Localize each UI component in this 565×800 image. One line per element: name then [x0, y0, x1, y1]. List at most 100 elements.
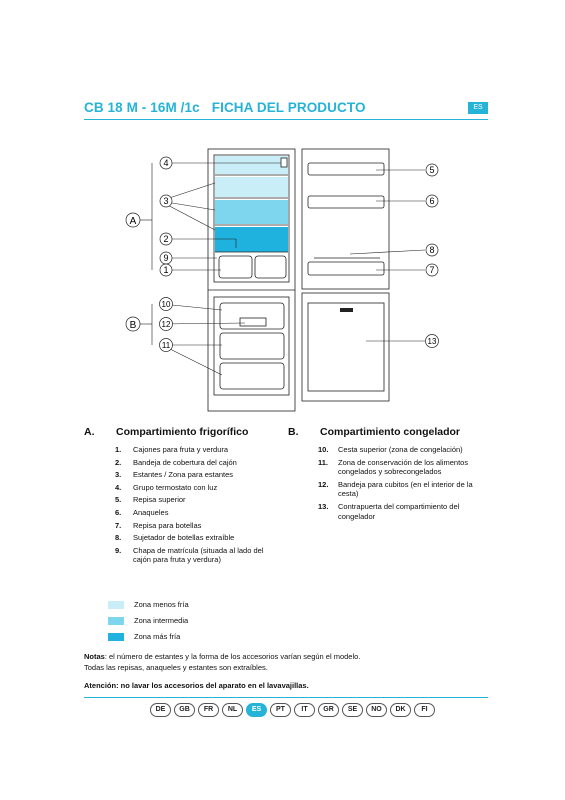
- callout-9: 9: [159, 251, 173, 265]
- language-badge: ES: [468, 102, 488, 114]
- freezer-basket-middle: [219, 332, 285, 360]
- section-a-letter: A.: [84, 426, 95, 438]
- notes-line-2: Todas las repisas, anaqueles y estantes …: [84, 663, 268, 672]
- callout-7: 7: [425, 263, 439, 277]
- callout-10: 10: [159, 297, 173, 311]
- lang-nl[interactable]: NL: [222, 703, 243, 717]
- list-item: 4.Grupo termostato con luz: [115, 482, 218, 492]
- callout-1: 1: [159, 263, 173, 277]
- callout-12: 12: [159, 317, 173, 331]
- crisper-drawer-right: [254, 255, 287, 279]
- fridge-diagram: 4 3 2 9 1 10 12 11 A B 5 6 8 7 13: [125, 148, 439, 412]
- section-b-letter: B.: [288, 426, 299, 438]
- notes: Notas: el número de estantes y la forma …: [84, 651, 494, 673]
- freezer-compartment: [213, 296, 290, 396]
- svg-text:7: 7: [429, 265, 434, 275]
- language-selector: DE GB FR NL ES PT IT GR SE NO DK FI: [150, 703, 435, 717]
- section-b-heading: B. Compartimiento congelador: [288, 426, 460, 438]
- callout-6: 6: [425, 194, 439, 208]
- list-item: 10.Cesta superior (zona de congelación): [318, 445, 463, 454]
- page-header: CB 18 M - 16M /1c FICHA DEL PRODUCTO ES: [84, 100, 488, 118]
- svg-text:11: 11: [162, 341, 171, 350]
- lang-no[interactable]: NO: [366, 703, 387, 717]
- door-shelf-middle: [307, 195, 385, 209]
- header-divider: [84, 119, 488, 120]
- group-label-a: A: [125, 212, 141, 228]
- section-b-list: 10.Cesta superior (zona de congelación) …: [318, 445, 490, 524]
- list-item: 9.Chapa de matrícula (situada al lado de…: [115, 545, 264, 565]
- svg-text:5: 5: [429, 165, 434, 175]
- legend-swatch: [108, 617, 124, 625]
- legend-swatch: [108, 601, 124, 609]
- list-item: 13.Contrapuerta del compartimiento del c…: [318, 501, 460, 521]
- svg-text:8: 8: [429, 245, 434, 255]
- svg-text:A: A: [130, 216, 137, 227]
- lang-de[interactable]: DE: [150, 703, 171, 717]
- legend-label: Zona más fría: [134, 632, 181, 641]
- svg-text:9: 9: [163, 253, 168, 263]
- notes-prefix: Notas: [84, 652, 105, 661]
- list-item: 12.Bandeja para cubitos (en el interior …: [318, 479, 473, 499]
- callout-3: 3: [159, 194, 173, 208]
- notes-line-1: : el número de estantes y la forma de lo…: [104, 652, 361, 661]
- lang-gb[interactable]: GB: [174, 703, 195, 717]
- freezer-door-panel: [307, 302, 385, 392]
- fridge-door: [301, 148, 390, 290]
- list-item: 5.Repisa superior: [115, 495, 186, 505]
- zone-less-cold: [215, 156, 288, 174]
- callout-8: 8: [425, 243, 439, 257]
- lang-pt[interactable]: PT: [270, 703, 291, 717]
- lang-fi[interactable]: FI: [414, 703, 435, 717]
- list-item: 6.Anaqueles: [115, 507, 169, 517]
- legend-label: Zona menos fría: [134, 600, 189, 609]
- svg-text:13: 13: [428, 337, 437, 346]
- lang-fr[interactable]: FR: [198, 703, 219, 717]
- callout-5: 5: [425, 163, 439, 177]
- sheet-title: FICHA DEL PRODUCTO: [211, 100, 366, 115]
- svg-text:1: 1: [163, 265, 168, 275]
- thermostat-icon: [280, 157, 288, 168]
- lang-es[interactable]: ES: [246, 703, 267, 717]
- door-label-plate: [340, 308, 353, 312]
- footer-divider: [84, 697, 488, 698]
- bottle-shelf: [307, 261, 385, 276]
- freezer-basket-bottom: [219, 362, 285, 390]
- list-item: 11.Zona de conservación de los alimentos…: [318, 457, 469, 477]
- legend-swatch: [108, 633, 124, 641]
- legend-label: Zona intermedia: [134, 616, 189, 625]
- svg-text:4: 4: [163, 158, 168, 168]
- callout-13: 13: [425, 334, 439, 348]
- zone-less-cold-2: [215, 177, 288, 197]
- list-item: 1.Cajones para fruta y verdura: [115, 445, 229, 454]
- zone-intermediate: [215, 200, 288, 224]
- model-name: CB 18 M - 16M /1c: [84, 100, 200, 115]
- freezer-door: [301, 292, 390, 402]
- svg-text:B: B: [130, 320, 137, 331]
- crisper-drawer-left: [218, 255, 253, 279]
- list-item: 2.Bandeja de cobertura del cajón: [115, 457, 237, 467]
- svg-text:12: 12: [162, 320, 171, 329]
- lang-gr[interactable]: GR: [318, 703, 339, 717]
- section-b-title: Compartimiento congelador: [320, 426, 461, 438]
- lang-it[interactable]: IT: [294, 703, 315, 717]
- callout-4: 4: [159, 156, 173, 170]
- section-a-heading: A.Compartimiento frigorífico: [84, 426, 248, 438]
- lang-se[interactable]: SE: [342, 703, 363, 717]
- group-label-b: B: [125, 316, 141, 332]
- list-item: 8.Sujetador de botellas extraíble: [115, 533, 235, 543]
- freezer-basket-top: [219, 302, 285, 330]
- svg-text:10: 10: [162, 300, 171, 309]
- svg-text:2: 2: [163, 234, 168, 244]
- list-item: 7.Repisa para botellas: [115, 520, 202, 530]
- lang-dk[interactable]: DK: [390, 703, 411, 717]
- section-a-list: 1.Cajones para fruta y verdura 2.Bandeja…: [115, 445, 283, 568]
- zone-coldest: [215, 227, 288, 252]
- door-shelf-top: [307, 162, 385, 176]
- list-item: 3.Estantes / Zona para estantes: [115, 470, 234, 480]
- warning-text: Atención: no lavar los accesorios del ap…: [84, 681, 309, 690]
- fridge-body: [207, 148, 296, 412]
- callout-2: 2: [159, 232, 173, 246]
- fridge-compartment: [213, 154, 290, 283]
- svg-text:3: 3: [163, 196, 168, 206]
- page-title: CB 18 M - 16M /1c FICHA DEL PRODUCTO: [84, 100, 366, 115]
